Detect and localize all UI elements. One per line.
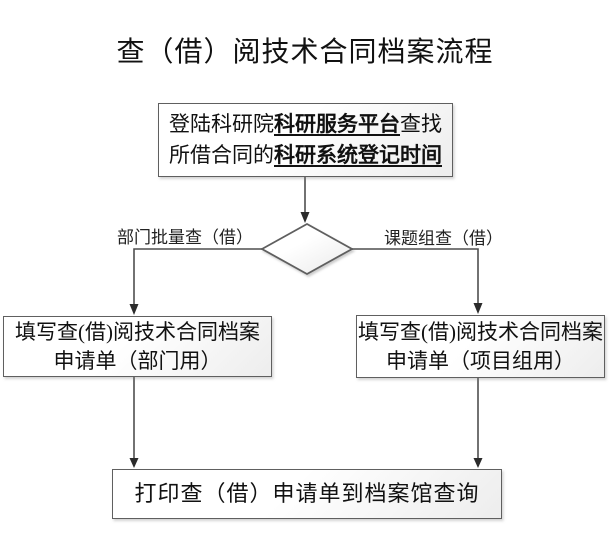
flow-node-print-and-query: 打印查（借）申请单到档案馆查询: [112, 469, 502, 519]
connector-right-box-to-bottom-box: [473, 378, 483, 468]
top-box-text-post1: 查找: [400, 112, 442, 136]
connector-diamond-to-left-box: [129, 248, 262, 315]
top-box-emphasis-register-time: 科研系统登记时间: [274, 143, 442, 167]
connector-left-box-to-bottom-box: [129, 377, 139, 468]
branch-label-department-batch: 部门批量查（借）: [117, 228, 253, 247]
top-box-text-pre1: 登陆科研院: [169, 112, 274, 136]
top-box-emphasis-platform: 科研服务平台: [274, 112, 400, 136]
flow-node-login-platform-line2: 所借合同的科研系统登记时间: [159, 140, 452, 171]
arrowhead-into-right-box: [473, 303, 483, 314]
flow-node-login-platform: 登陆科研院科研服务平台查找 所借合同的科研系统登记时间: [158, 103, 453, 177]
arrowhead-into-diamond: [300, 212, 310, 223]
connector-diamond-to-right-box: [352, 248, 483, 314]
right-box-line2: 申请单（项目组用）: [386, 349, 575, 373]
decision-diamond: [260, 222, 354, 276]
top-box-text-pre2: 所借合同的: [169, 143, 274, 167]
left-box-line1: 填写查(借)阅技术合同档案: [15, 320, 260, 344]
flow-node-login-platform-line1: 登陆科研院科研服务平台查找: [159, 109, 452, 140]
flow-node-fill-form-project-group: 填写查(借)阅技术合同档案 申请单（项目组用）: [356, 315, 605, 378]
branch-label-project-group: 课题组查（借）: [384, 229, 503, 248]
arrowhead-into-left-box: [129, 304, 139, 315]
flow-node-fill-form-department: 填写查(借)阅技术合同档案 申请单（部门用）: [3, 316, 272, 377]
page-title: 查（借）阅技术合同档案流程: [116, 37, 494, 68]
left-box-line2: 申请单（部门用）: [53, 349, 222, 373]
arrowhead-left-into-bottom-box: [129, 458, 139, 468]
right-box-line1: 填写查(借)阅技术合同档案: [358, 320, 603, 344]
connector-topbox-to-diamond: [300, 177, 310, 223]
arrowhead-right-into-bottom-box: [473, 458, 483, 468]
